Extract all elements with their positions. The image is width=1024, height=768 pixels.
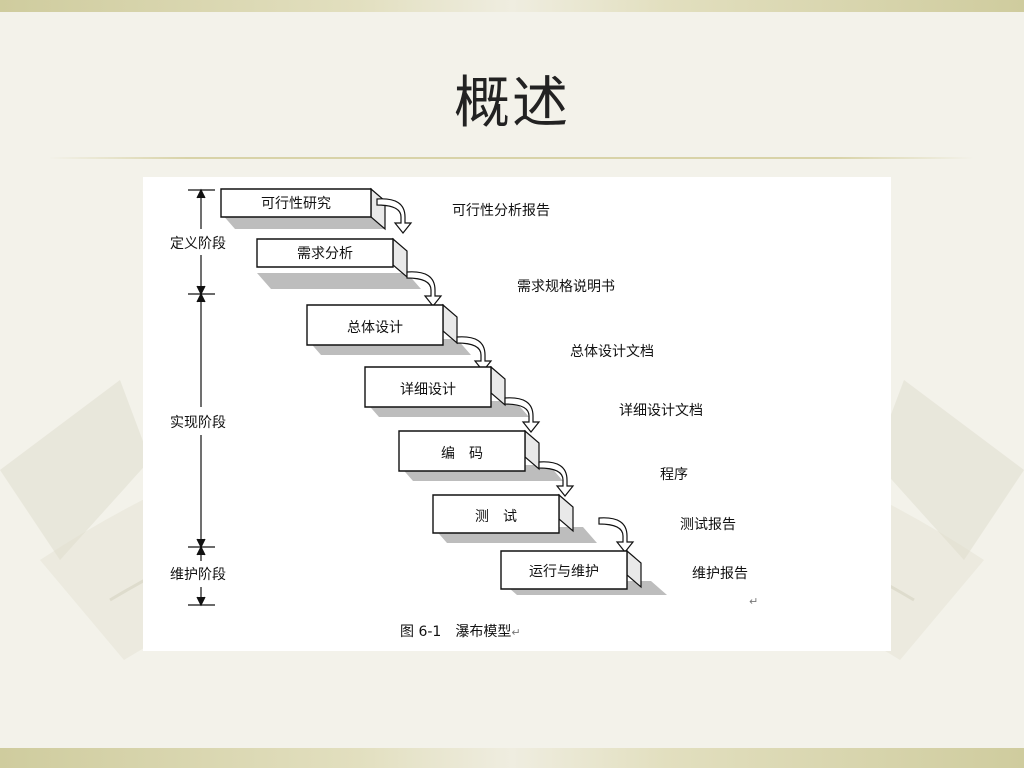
svg-text:编 码: 编 码 bbox=[441, 446, 483, 462]
phase-label-definition: 定义阶段 bbox=[170, 236, 226, 252]
phase-label-maintenance: 维护阶段 bbox=[170, 567, 226, 583]
output-program: 程序 bbox=[660, 467, 688, 483]
slide-title: 概述 bbox=[454, 71, 570, 136]
output-test-report: 测试报告 bbox=[680, 517, 736, 533]
title-divider bbox=[48, 157, 974, 159]
step-box-requirements: 需求分析 bbox=[256, 237, 421, 289]
output-architecture-doc: 总体设计文档 bbox=[570, 344, 654, 360]
output-requirements-spec: 需求规格说明书 bbox=[517, 279, 615, 295]
caption-return-mark: ↵ bbox=[511, 626, 521, 639]
svg-text:运行与维护: 运行与维护 bbox=[529, 564, 599, 580]
step-box-operation-maintenance: 运行与维护 bbox=[500, 549, 667, 595]
step-box-testing: 测 试 bbox=[432, 493, 597, 543]
output-detailed-design-doc: 详细设计文档 bbox=[619, 403, 703, 419]
flow-arrow-4 bbox=[504, 397, 541, 433]
svg-text:需求分析: 需求分析 bbox=[297, 246, 353, 262]
step-box-architecture-design: 总体设计 bbox=[306, 303, 471, 355]
return-mark: ↵ bbox=[749, 595, 759, 608]
output-feasibility-report: 可行性分析报告 bbox=[452, 203, 550, 219]
flow-arrow-3 bbox=[456, 336, 493, 372]
phase-axis bbox=[188, 188, 215, 607]
figure-caption-text: 瀑布模型 bbox=[455, 624, 512, 640]
flow-arrow-2 bbox=[406, 271, 443, 307]
output-maintenance-report: 维护报告 bbox=[692, 566, 748, 582]
step-box-feasibility: 可行性研究 bbox=[220, 187, 386, 231]
figure-caption-number: 图 6-1 bbox=[400, 624, 442, 640]
flow-arrow-5 bbox=[538, 461, 575, 497]
bottom-decorative-band bbox=[0, 748, 1024, 768]
svg-text:详细设计: 详细设计 bbox=[400, 382, 456, 398]
phase-label-implementation: 实现阶段 bbox=[170, 415, 226, 431]
figure-caption: 图 6-1 瀑布模型↵ bbox=[400, 621, 521, 641]
step-box-coding: 编 码 bbox=[398, 429, 563, 481]
top-decorative-band bbox=[0, 0, 1024, 12]
svg-text:测 试: 测 试 bbox=[475, 509, 517, 525]
svg-text:可行性研究: 可行性研究 bbox=[261, 196, 331, 212]
svg-text:总体设计: 总体设计 bbox=[347, 320, 403, 336]
step-box-detailed-design: 详细设计 bbox=[364, 365, 529, 417]
flow-arrow-6 bbox=[598, 517, 635, 553]
flow-arrow-1 bbox=[376, 198, 413, 234]
waterfall-model-figure: 定义阶段 实现阶段 维护阶段 可行性研究 可行性分析报告 需求分析 需求规格说明… bbox=[143, 177, 891, 651]
